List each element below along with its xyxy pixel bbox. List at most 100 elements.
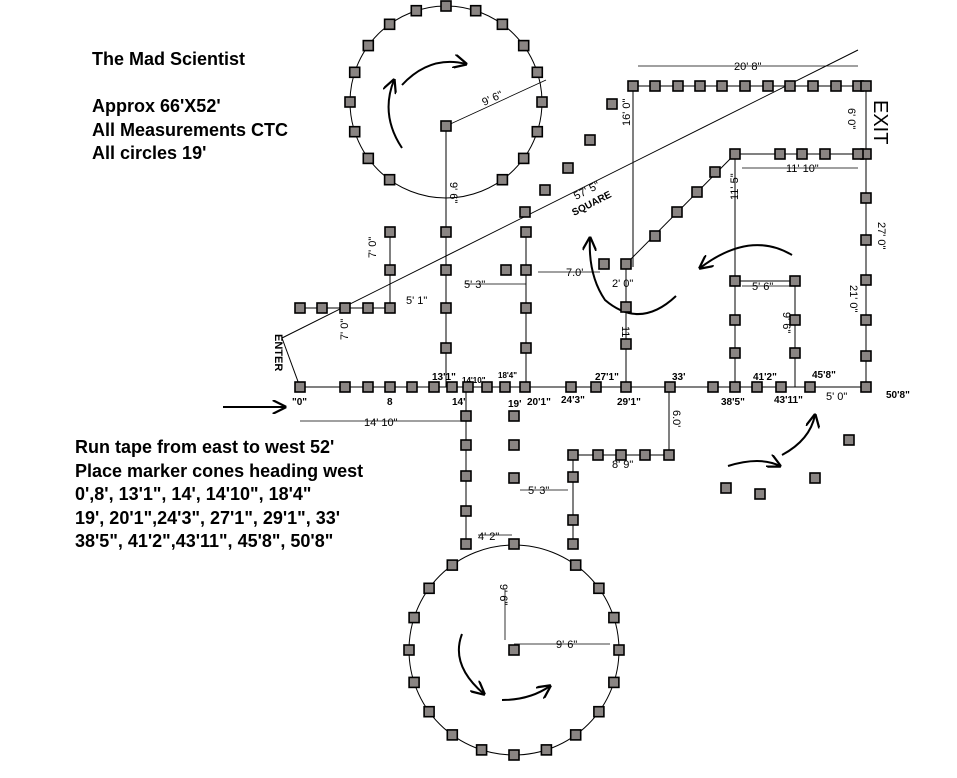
cone-marker-icon (565, 381, 577, 393)
cone-marker-icon (539, 184, 551, 196)
instruction-line: 19', 20'1",24'3", 27'1", 29'1", 33' (75, 507, 340, 528)
baseline-mark: "0" (292, 397, 307, 408)
baseline-mark: 38'5" (721, 397, 745, 408)
dim-label: 9' 6" (497, 584, 509, 605)
cone-marker-icon (593, 582, 605, 595)
cone-marker-icon (707, 381, 719, 393)
dim-label: 9' 6" (780, 312, 792, 333)
cone-marker-icon (440, 0, 452, 12)
cone-marker-icon (316, 302, 328, 314)
dim-label: 5' 0" (826, 391, 847, 403)
exit-label: EXIT (869, 100, 891, 144)
cone-marker-icon (720, 482, 732, 494)
instruction-line: 0',8', 13'1", 14', 14'10", 18'4" (75, 484, 312, 504)
cone-marker-icon (339, 302, 351, 314)
dim-label: 16' 0" (621, 98, 633, 126)
cone-marker-icon (517, 152, 530, 165)
cone-marker-icon (590, 381, 602, 393)
cone-marker-icon (620, 338, 632, 350)
cone-marker-icon (348, 125, 361, 138)
cone-marker-icon (519, 381, 531, 393)
cone-marker-icon (789, 314, 801, 326)
baseline-mark: 20'1" (527, 397, 551, 408)
cone-marker-icon (440, 342, 452, 354)
cone-marker-icon (784, 80, 796, 92)
top-circle-arrow-icon (389, 80, 403, 149)
cone-marker-icon (606, 98, 618, 110)
right-loop-arrow-icon (700, 244, 793, 268)
dim-label: 14' 10" (364, 417, 398, 429)
cone-marker-icon (496, 18, 509, 31)
baseline-mark: 19' (508, 399, 522, 410)
cone-marker-icon (709, 166, 721, 178)
cone-marker-icon (789, 275, 801, 287)
cone-marker-icon (608, 611, 620, 624)
cone-marker-icon (729, 148, 741, 160)
cone-marker-icon (362, 39, 375, 52)
cone-marker-icon (440, 226, 452, 238)
cone-marker-icon (691, 186, 703, 198)
cone-marker-icon (508, 749, 520, 761)
cone-marker-icon (694, 80, 706, 92)
cone-marker-icon (860, 314, 872, 326)
cone-marker-icon (593, 705, 605, 718)
cone-marker-icon (649, 230, 661, 242)
cone-marker-icon (663, 449, 675, 461)
cone-marker-icon (598, 258, 610, 270)
cone-marker-icon (809, 472, 821, 484)
cone-marker-icon (852, 148, 864, 160)
cone-marker-icon (774, 148, 786, 160)
cone-marker-icon (520, 264, 532, 276)
baseline-mark: 18'4" (498, 371, 517, 380)
cone-marker-icon (613, 644, 625, 656)
info-line: Approx 66'X52' (92, 96, 221, 116)
dim-label: 5' 3" (464, 279, 485, 291)
cone-marker-icon (384, 226, 396, 238)
baseline-mark: 14' (452, 397, 466, 408)
bottom-circle-arrow-icon (501, 686, 550, 701)
cone-marker-icon (496, 173, 509, 186)
cone-marker-icon (775, 381, 787, 393)
dim-label: 20' 8" (734, 61, 762, 73)
cone-marker-icon (408, 611, 420, 624)
cone-marker-icon (615, 449, 627, 461)
cone-marker-icon (462, 381, 474, 393)
dim-label: 8' 9" (612, 459, 633, 471)
instruction-line: Run tape from east to west 52' (75, 437, 335, 457)
dim-label: 5' 6" (752, 281, 773, 293)
cone-marker-icon (440, 264, 452, 276)
cone-marker-icon (519, 206, 531, 218)
cone-marker-icon (384, 381, 396, 393)
lower-right-arrow-icon (781, 415, 815, 456)
cone-marker-icon (567, 514, 579, 526)
cone-marker-icon (520, 342, 532, 354)
cone-marker-icon (460, 505, 472, 517)
title-block: The Mad Scientist Approx 66'X52' All Mea… (92, 48, 288, 166)
cone-marker-icon (446, 729, 459, 741)
cone-marker-icon (620, 301, 632, 313)
dim-label: 5' 1" (406, 295, 427, 307)
info-line: All Measurements CTC (92, 119, 289, 140)
enter-label: ENTER (272, 334, 284, 371)
cone-marker-icon (716, 80, 728, 92)
cone-marker-icon (584, 134, 596, 146)
cone-marker-icon (531, 125, 544, 138)
top-circle-arrow-icon (401, 62, 466, 86)
cone-marker-icon (469, 4, 482, 17)
cone-marker-icon (860, 274, 872, 286)
cone-marker-icon (520, 302, 532, 314)
cone-marker-icon (500, 264, 512, 276)
cone-marker-icon (807, 80, 819, 92)
cone-marker-icon (508, 472, 520, 484)
dimension-lines (300, 65, 858, 645)
baseline-mark: 33' (672, 372, 686, 383)
cone-marker-icon (446, 559, 459, 571)
baseline-mark: 13'1" (432, 372, 456, 383)
cone-marker-icon (508, 439, 520, 451)
cone-marker-icon (739, 80, 751, 92)
dim-label: 21' 0" (847, 285, 859, 313)
cone-marker-icon (348, 66, 361, 79)
cone-marker-icon (428, 381, 440, 393)
cone-marker-icon (639, 449, 651, 461)
